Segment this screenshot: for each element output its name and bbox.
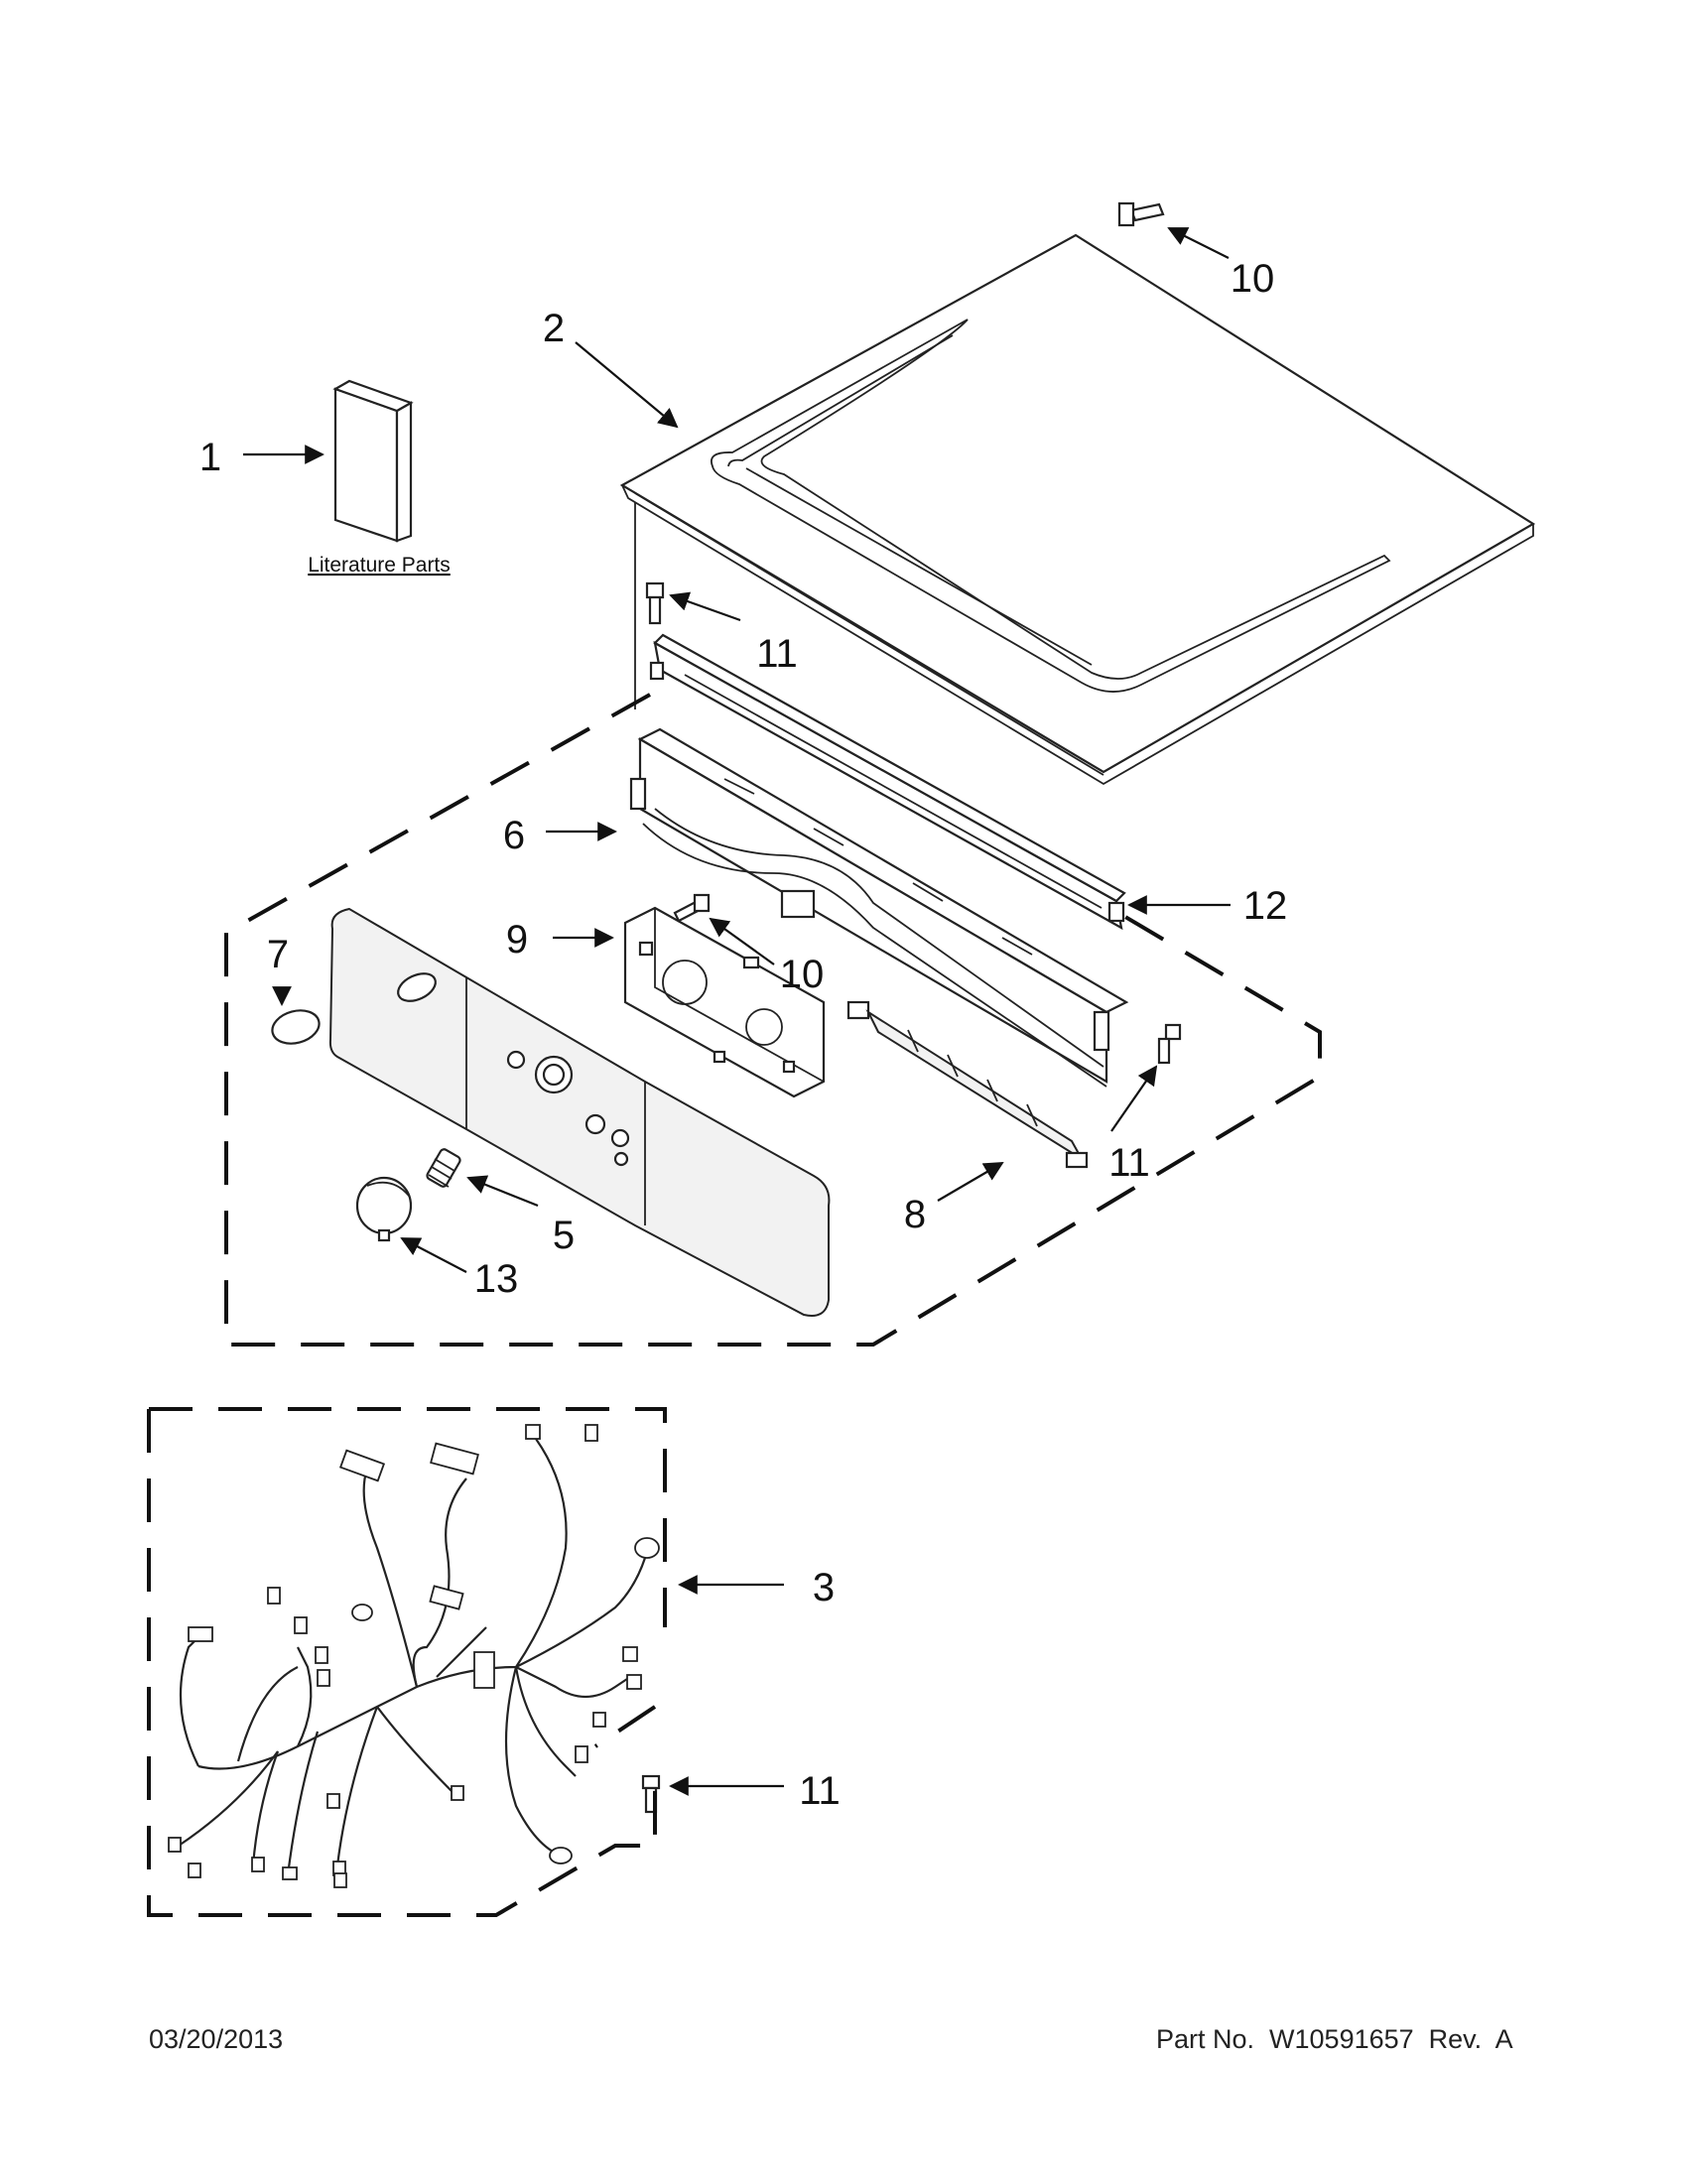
callout-10-top: 10 bbox=[1231, 257, 1275, 301]
callout-13: 13 bbox=[474, 1257, 519, 1301]
console-frame bbox=[629, 727, 1129, 1088]
callout-11-harness: 11 bbox=[799, 1769, 841, 1813]
screw-board bbox=[673, 893, 711, 923]
console-assembly-box bbox=[224, 693, 1322, 1347]
callout-5: 5 bbox=[553, 1214, 575, 1257]
screw-top-right bbox=[1117, 201, 1165, 227]
callout-2: 2 bbox=[543, 307, 565, 350]
console-emblem bbox=[271, 1009, 321, 1045]
console-bracket bbox=[649, 633, 1126, 931]
screw-frame-left bbox=[645, 581, 665, 625]
callout-11-right: 11 bbox=[1108, 1141, 1150, 1185]
ribbon-cable bbox=[846, 1000, 1089, 1169]
knob-spring bbox=[426, 1148, 461, 1188]
callout-8: 8 bbox=[904, 1193, 926, 1236]
footer-date: 03/20/2013 bbox=[149, 2024, 284, 2054]
callout-1: 1 bbox=[199, 436, 221, 479]
literature-booklet bbox=[332, 379, 414, 543]
control-knob bbox=[355, 1176, 413, 1242]
screw-frame-right bbox=[1157, 1023, 1182, 1065]
callout-11-frame: 11 bbox=[756, 632, 798, 676]
literature-parts-label: Literature Parts bbox=[308, 554, 451, 577]
callout-3: 3 bbox=[813, 1566, 835, 1609]
callout-9: 9 bbox=[506, 918, 528, 962]
console-panel bbox=[328, 907, 831, 1317]
top-panel bbox=[619, 233, 1536, 786]
callout-12: 12 bbox=[1243, 884, 1288, 928]
callout-10-board: 10 bbox=[780, 953, 825, 996]
callout-6: 6 bbox=[503, 814, 525, 857]
callout-7: 7 bbox=[267, 933, 289, 976]
user-interface-board bbox=[623, 906, 826, 1098]
harness-assembly-box bbox=[147, 1409, 657, 1917]
wire-harness bbox=[168, 1424, 660, 1888]
footer-part-number: Part No. W10591657 Rev. A bbox=[1156, 2024, 1513, 2054]
